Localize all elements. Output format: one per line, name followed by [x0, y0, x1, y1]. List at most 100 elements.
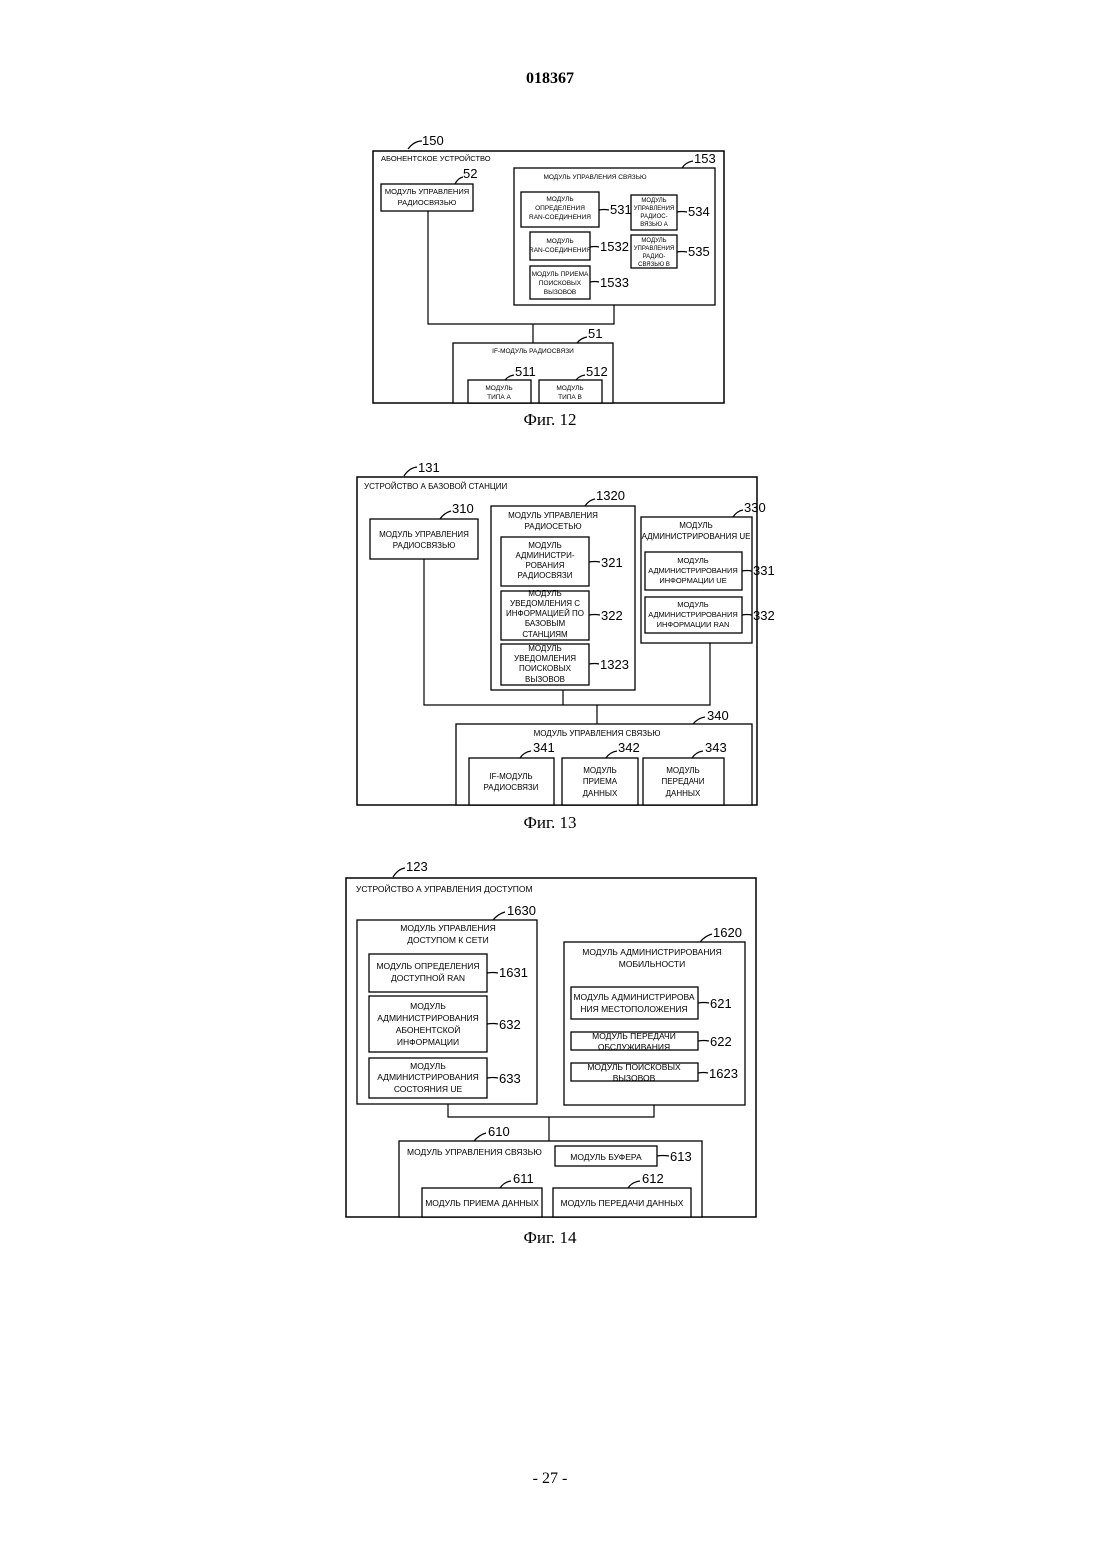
type-a-line-1: МОДУЛЬ	[485, 385, 512, 392]
bs-notify-line-5: СТАНЦИЯМ	[522, 630, 568, 639]
ref-632: 632	[499, 1017, 521, 1032]
bs-notify-line-2: УВЕДОМЛЕНИЯ С	[510, 599, 580, 608]
ue-state-line-2: АДМИНИСТРИРОВАНИЯ	[377, 1072, 479, 1082]
net-access-line-1: МОДУЛЬ УПРАВЛЕНИЯ	[400, 923, 495, 933]
fig12-caption: Фиг. 12	[523, 410, 576, 429]
data-rx-13-line-2: ПРИЕМА	[583, 777, 618, 786]
radio-admin-line-4: РАДИОСВЯЗИ	[518, 571, 573, 580]
data-rx-13-line-1: МОДУЛЬ	[583, 766, 617, 775]
ref-1323: 1323	[600, 657, 629, 672]
ref-1623: 1623	[709, 1066, 738, 1081]
rnet-ctrl-line-2: РАДИОСЕТЬЮ	[524, 522, 581, 531]
data-tx-13-line-3: ДАННЫХ	[666, 789, 701, 798]
sub-info-line-4: ИНФОРМАЦИИ	[397, 1037, 459, 1047]
page-number: 018367	[526, 70, 574, 87]
ran-det-line-1: МОДУЛЬ	[546, 196, 573, 203]
ran-info-line-1: МОДУЛЬ	[677, 600, 709, 609]
paging-rx-line-2: ПОИСКОВЫХ	[539, 280, 582, 287]
radio-b-line-2: УПРАВЛЕНИЯ	[634, 246, 675, 252]
ref-342: 342	[618, 740, 640, 755]
ref-611: 611	[513, 1171, 534, 1186]
ref-343: 343	[705, 740, 727, 755]
if-radio-module-box-13	[469, 758, 554, 805]
ue-info-line-2: АДМИНИСТРИРОВАНИЯ	[648, 566, 738, 575]
radio-b-line-3: РАДИО-	[643, 254, 666, 260]
bs-notify-line-3: ИНФОРМАЦИЕЙ ПО	[506, 609, 584, 618]
page-footer: - 27 -	[533, 1470, 568, 1487]
paging-notify-line-3: ПОИСКОВЫХ	[519, 664, 572, 673]
type-b-line-1: МОДУЛЬ	[556, 385, 583, 392]
paging-notify-line-2: УВЕДОМЛЕНИЯ	[514, 654, 576, 663]
radio-b-line-4: СВЯЗЬЮ В	[638, 262, 670, 268]
if-radio-title: IF-МОДУЛЬ РАДИОСВЯЗИ	[492, 348, 574, 355]
ran-info-line-2: АДМИНИСТРИРОВАНИЯ	[648, 610, 738, 619]
figure-13: УСТРОЙСТВО А БАЗОВОЙ СТАНЦИИ 131 МОДУЛЬ …	[357, 460, 775, 832]
ref-512: 512	[586, 364, 608, 379]
ref-330: 330	[744, 500, 766, 515]
ref-612: 612	[642, 1171, 664, 1186]
ref-613: 613	[670, 1149, 692, 1164]
radio-control-label-2: РАДИОСВЯЗЬЮ	[398, 198, 457, 207]
ran-connection-module-box	[530, 232, 590, 260]
ue-info-line-1: МОДУЛЬ	[677, 556, 709, 565]
location-line-2: НИЯ МЕСТОПОЛОЖЕНИЯ	[580, 1004, 687, 1014]
ref-153: 153	[694, 151, 716, 166]
rnet-ctrl-line-1: МОДУЛЬ УПРАВЛЕНИЯ	[508, 511, 598, 520]
ue-state-line-1: МОДУЛЬ	[410, 1061, 446, 1071]
figure-12: АБОНЕНТСКОЕ УСТРОЙСТВО 150 МОДУЛЬ УПРАВЛ…	[373, 133, 724, 429]
ref-340: 340	[707, 708, 729, 723]
ue-admin-line-1: МОДУЛЬ	[679, 521, 713, 530]
radio-a-line-4: ВЯЗЬЮ А	[640, 222, 667, 228]
figure-14: УСТРОЙСТВО А УПРАВЛЕНИЯ ДОСТУПОМ 123 МОД…	[346, 859, 756, 1247]
data-rx-14-line-1: МОДУЛЬ ПРИЕМА ДАННЫХ	[425, 1198, 539, 1208]
ran-det-line-2: ОПРЕДЕЛЕНИЯ	[535, 205, 585, 212]
ref-1533: 1533	[600, 275, 629, 290]
ue-admin-line-2: АДМИНИСТРИРОВАНИЯ UE	[642, 532, 751, 541]
ref-51: 51	[588, 326, 602, 341]
type-a-line-2: ТИПА А	[487, 394, 511, 401]
radio-a-line-2: УПРАВЛЕНИЯ	[634, 206, 675, 212]
ref-310: 310	[452, 501, 474, 516]
comm-control-title: МОДУЛЬ УПРАВЛЕНИЯ СВЯЗЬЮ	[543, 174, 647, 181]
paging-rx-line-3: ВЫЗОВОВ	[544, 289, 577, 296]
ran-det-line-3: RAN-СОЕДИНЕНИЯ	[529, 214, 591, 221]
ref-322: 322	[601, 608, 623, 623]
data-rx-13-line-3: ДАННЫХ	[583, 789, 618, 798]
net-access-line-2: ДОСТУПОМ К СЕТИ	[407, 935, 488, 945]
bs-notify-line-4: БАЗОВЫМ	[525, 619, 566, 628]
radio-a-line-3: РАДИОС-	[640, 214, 667, 220]
buffer-line-1: МОДУЛЬ БУФЕРА	[570, 1152, 642, 1162]
mobility-line-1: МОДУЛЬ АДМИНИСТРИРОВАНИЯ	[582, 947, 722, 957]
ref-1620: 1620	[713, 925, 742, 940]
paging-notify-line-1: МОДУЛЬ	[528, 644, 562, 653]
fig14-caption: Фиг. 14	[523, 1228, 577, 1247]
if-radio-13-line-2: РАДИОСВЯЗИ	[484, 783, 539, 792]
data-tx-14-line-1: МОДУЛЬ ПЕРЕДАЧИ ДАННЫХ	[561, 1198, 684, 1208]
handover-line-1: МОДУЛЬ ПЕРЕДАЧИ	[592, 1031, 676, 1041]
radio-admin-line-2: АДМИНИСТРИ-	[515, 551, 574, 560]
bs-notify-line-1: МОДУЛЬ	[528, 589, 562, 598]
ran-conn-line-2: RAN-СОЕДИНЕНИЯ	[529, 247, 591, 254]
handover-line-2: ОБСЛУЖИВАНИЯ	[598, 1042, 670, 1052]
ref-123: 123	[406, 859, 428, 874]
ref-621: 621	[710, 996, 732, 1011]
ref-331: 331	[753, 563, 775, 578]
ref-52: 52	[463, 166, 477, 181]
ref-511: 511	[515, 364, 536, 379]
ref-1320: 1320	[596, 488, 625, 503]
comm-ctrl-13-title: МОДУЛЬ УПРАВЛЕНИЯ СВЯЗЬЮ	[534, 729, 661, 738]
ref-321: 321	[601, 555, 623, 570]
paging-14-line-1: МОДУЛЬ ПОИСКОВЫХ	[587, 1062, 681, 1072]
base-station-title: УСТРОЙСТВО А БАЗОВОЙ СТАНЦИИ	[364, 482, 508, 491]
ref-534: 534	[688, 204, 710, 219]
access-control-title: УСТРОЙСТВО А УПРАВЛЕНИЯ ДОСТУПОМ	[356, 883, 533, 894]
ref-633: 633	[499, 1071, 521, 1086]
paging-rx-line-1: МОДУЛЬ ПРИЕМА	[532, 271, 589, 278]
ue-info-line-3: ИНФОРМАЦИИ UE	[659, 576, 726, 585]
ue-state-line-3: СОСТОЯНИЯ UE	[394, 1084, 463, 1094]
ref-332: 332	[753, 608, 775, 623]
radio-a-line-1: МОДУЛЬ	[641, 198, 666, 204]
radio-ctrl-13-line-1: МОДУЛЬ УПРАВЛЕНИЯ	[379, 530, 469, 539]
radio-admin-line-1: МОДУЛЬ	[528, 541, 562, 550]
if-radio-13-line-1: IF-МОДУЛЬ	[489, 772, 532, 781]
